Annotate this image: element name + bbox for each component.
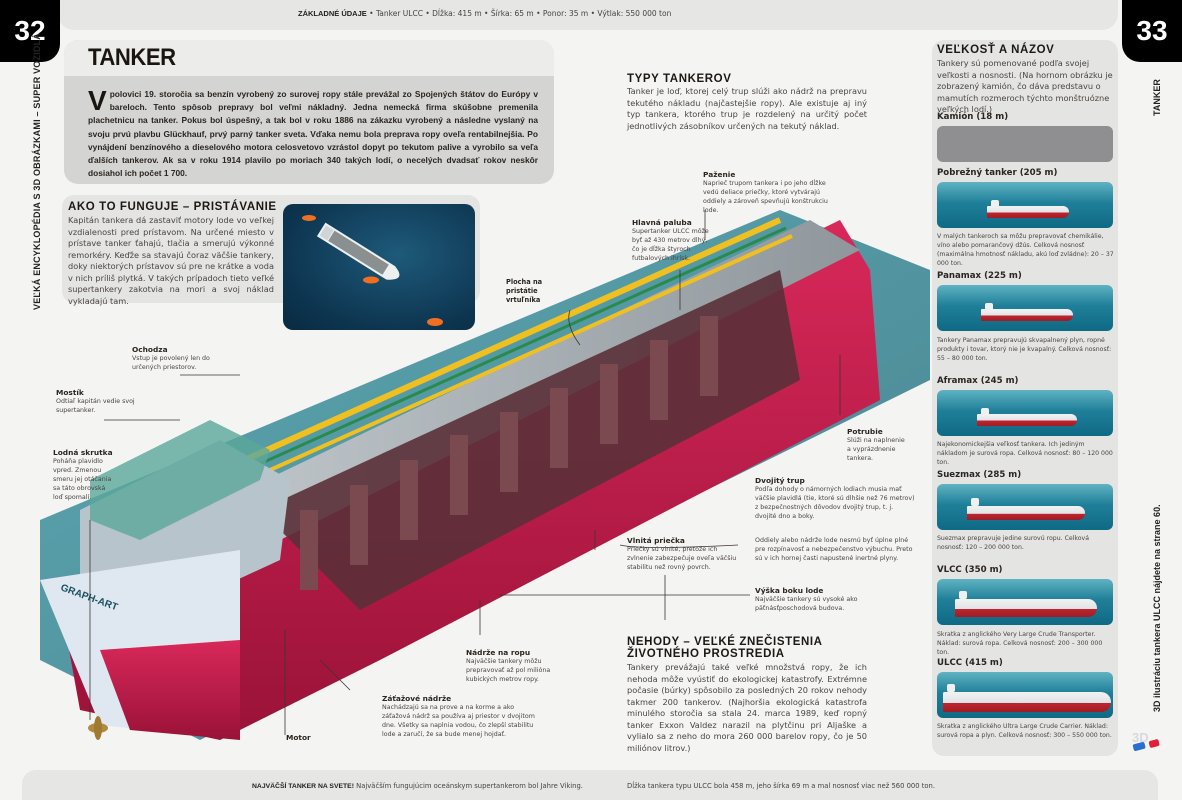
size-pic-suezmax [937, 484, 1113, 530]
size-label-coastal: Pobrežný tanker (205 m) [937, 168, 1058, 178]
pipelines [198, 217, 782, 483]
size-pic-vlcc [937, 579, 1113, 625]
types-title: TYPY TANKEROV [627, 73, 732, 85]
size-and-name-panel: VEĽKOSŤ A NÁZOV Tankery sú pomenované po… [932, 40, 1118, 756]
tanker-topview [316, 222, 400, 280]
size-pic-truck [937, 126, 1113, 162]
types-text: Tanker je loď, ktorej celý trup slúži ak… [627, 86, 867, 131]
accidents-text: Tankery prevážajú také veľké množstvá ro… [627, 662, 867, 753]
size-pic-panamax [937, 285, 1113, 331]
section-name: TANKER [1152, 79, 1162, 116]
sizes-intro: Tankery sú pomenované podľa svojej veľko… [937, 58, 1113, 114]
dropcap: V [88, 85, 107, 116]
size-desc-coastal: V malých tankeroch sa môžu prepravovať c… [937, 233, 1114, 267]
size-label-truck: Kamión (18 m) [937, 112, 1009, 122]
intro-body: polovici 19. storočia sa benzín vyrobený… [88, 89, 538, 179]
size-label-panamax: Panamax (225 m) [937, 271, 1022, 281]
size-desc-suezmax: Suezmax prepravuje jedine surovú ropu. C… [937, 535, 1090, 551]
tugboat [302, 215, 316, 221]
propeller-icon [88, 716, 108, 740]
top-info-bar: ZÁKLADNÉ ÚDAJE • Tanker ULCC • Dĺžka: 41… [58, 0, 1118, 30]
footer-fact-1: NAJVÄČŠÍ TANKER NA SVETE! Najväčším fung… [252, 782, 583, 790]
size-label-aframax: Aframax (245 m) [937, 376, 1019, 386]
basic-data: ZÁKLADNÉ ÚDAJE • Tanker ULCC • Dĺžka: 41… [298, 9, 671, 18]
callout-inert-gas: Oddiely alebo nádrže lode nesmú byť úpln… [755, 537, 913, 562]
footer-fact-2: Dĺžka tankera typu ULCC bola 458 m, jeho… [627, 782, 936, 790]
callout-lines [89, 210, 841, 735]
tugboat [427, 318, 443, 326]
size-desc-aframax: Najekonomickejšia veľkosť tankera. Ich j… [937, 441, 1113, 466]
side-note: 3D ilustráciu tankera ULCC nájdete na st… [1152, 504, 1162, 712]
basic-data-label: ZÁKLADNÉ ÚDAJE [298, 9, 367, 18]
tank-bulkheads [300, 316, 718, 590]
docking-illustration [283, 204, 475, 330]
size-pic-coastal [937, 182, 1113, 228]
page-number-right: 33 [1122, 0, 1182, 62]
how-it-works-text: Kapitán tankera dá zastaviť motory lode … [68, 215, 274, 306]
footer-text-1: Najväčším fungujúcim oceánskym supertank… [356, 782, 583, 790]
callout-motor: Motor [286, 733, 311, 742]
tugboat [363, 276, 379, 284]
basic-data-values: • Tanker ULCC • Dĺžka: 415 m • Šírka: 65… [369, 9, 672, 18]
size-desc-ulcc: Skratka z anglického Ultra Large Crude C… [937, 723, 1112, 739]
size-label-vlcc: VLCC (350 m) [937, 565, 1003, 575]
bottom-info-bar: NAJVÄČŠÍ TANKER NA SVETE! Najväčším fung… [22, 770, 1158, 800]
accidents-title: NEHODY – VEĽKÉ ZNEČISTENIA ŽIVOTNÉHO PRO… [627, 636, 823, 660]
size-label-suezmax: Suezmax (285 m) [937, 470, 1022, 480]
how-it-works-title: AKO TO FUNGUJE – PRISTÁVANIE [68, 201, 277, 213]
size-pic-ulcc [937, 672, 1113, 718]
size-desc-panamax: Tankery Panamax prepravujú skvapalnený p… [937, 337, 1112, 362]
size-label-ulcc: ULCC (415 m) [937, 658, 1003, 668]
callout-heliport: Plocha na pristátie vrtuľníka [506, 278, 543, 304]
page-number-left: 32 [0, 0, 60, 62]
3d-logo-icon: 3D [1132, 730, 1160, 751]
size-pic-aframax [937, 390, 1113, 436]
size-desc-vlcc: Skratka z anglického Very Large Crude Tr… [937, 631, 1103, 656]
footer-label: NAJVÄČŠÍ TANKER NA SVETE! [252, 783, 354, 790]
svg-text:3D: 3D [1132, 730, 1149, 745]
sizes-title: VEĽKOSŤ A NÁZOV [937, 44, 1055, 56]
page-title: TANKER [88, 44, 176, 71]
